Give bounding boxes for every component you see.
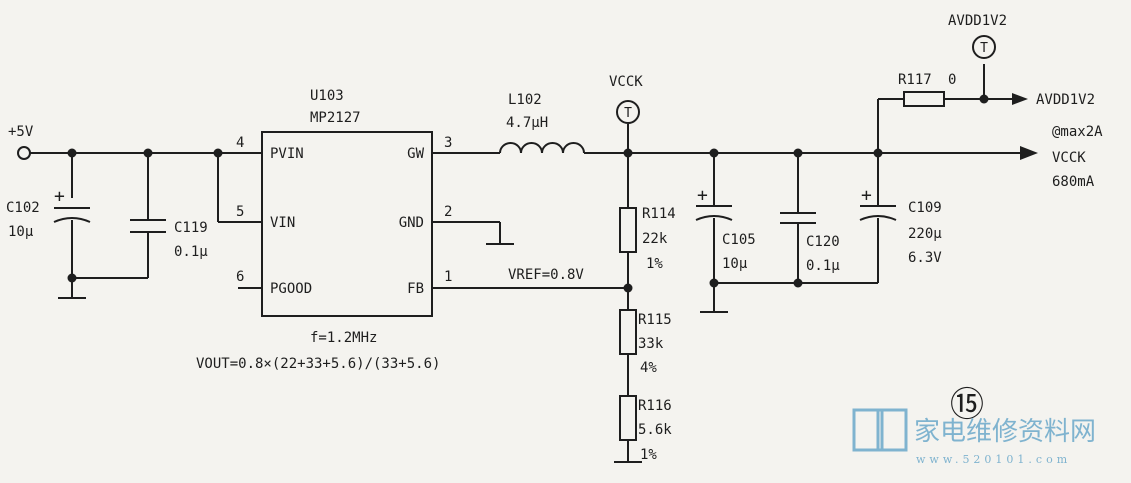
vout-formula: VOUT=0.8×(22+33+5.6)/(33+5.6) — [196, 356, 440, 372]
avdd-output-label: AVDD1V2 — [1036, 92, 1095, 108]
cap-c105: + C105 10μ — [695, 185, 756, 272]
pin-name-gw: GW — [407, 146, 424, 162]
ic-u103: U103 MP2127 4 5 6 3 2 1 PVIN VIN PGOOD G… — [196, 88, 452, 372]
watermark-url: www.520101.com — [916, 453, 1071, 466]
pin-name-pvin: PVIN — [270, 146, 304, 162]
vcck-arrow-icon — [1020, 146, 1038, 160]
cap-c119: C119 0.1μ — [130, 219, 208, 260]
c109-value: 220μ — [908, 226, 942, 242]
resistor-r115: R115 33k 4% — [619, 309, 672, 376]
r115-tol: 4% — [640, 360, 657, 376]
watermark-title: 家电维修资料网 — [914, 417, 1096, 447]
c120-ref: C120 — [806, 234, 840, 250]
resistor-r117: R117 0 — [898, 72, 956, 107]
polarity-plus-icon: + — [54, 186, 65, 207]
inductor-l102: L102 4.7μH — [499, 92, 585, 154]
pin-num-pvin: 4 — [236, 135, 244, 151]
r116-value: 5.6k — [638, 422, 672, 438]
pin-num-fb: 1 — [444, 269, 452, 285]
c119-ref: C119 — [174, 220, 208, 236]
pin-num-vin: 5 — [236, 204, 244, 220]
cap-c120: C120 0.1μ — [780, 212, 840, 274]
pin-num-gnd: 2 — [444, 204, 452, 220]
r114-tol: 1% — [646, 256, 663, 272]
testpoint-avdd: T AVDD1V2 — [948, 13, 1007, 59]
pin-name-fb: FB — [407, 281, 424, 297]
r116-ref: R116 — [638, 398, 672, 414]
polarity-plus-icon: + — [697, 185, 708, 206]
r116-tol: 1% — [640, 447, 657, 463]
r114-ref: R114 — [642, 206, 676, 222]
c105-value: 10μ — [722, 256, 748, 272]
test-point-icon — [972, 35, 996, 59]
ic-body — [261, 131, 433, 317]
resistor-r114: R114 22k 1% — [619, 206, 676, 272]
avdd-tp-label: AVDD1V2 — [948, 13, 1007, 29]
avdd-arrow-icon — [1012, 93, 1028, 105]
r117-value: 0 — [948, 72, 956, 88]
vcck-output-label: VCCK — [1052, 150, 1086, 166]
vcck-tp-symbol: T — [624, 106, 632, 121]
pin-name-vin: VIN — [270, 215, 295, 231]
polarity-plus-icon: + — [861, 185, 872, 206]
output-note: @max2A — [1052, 124, 1103, 140]
junction-dots — [67, 94, 989, 293]
pin-name-pgood: PGOOD — [270, 281, 312, 297]
watermark-book-icon — [852, 408, 884, 452]
wires — [30, 64, 1020, 463]
page-number: ⑮ — [950, 385, 984, 425]
r115-ref: R115 — [638, 312, 672, 328]
switch-frequency: f=1.2MHz — [310, 330, 377, 346]
pin-num-pgood: 6 — [236, 269, 244, 285]
watermark: 家电维修资料网 www.520101.com — [852, 408, 1096, 466]
c120-value: 0.1μ — [806, 258, 840, 274]
c109-voltage: 6.3V — [908, 250, 942, 266]
pin-num-gw: 3 — [444, 135, 452, 151]
resistor-r116: R116 5.6k 1% — [619, 395, 672, 463]
c102-ref: C102 — [6, 200, 40, 216]
testpoint-vcck: T VCCK — [609, 74, 643, 124]
c102-value: 10μ — [8, 224, 34, 240]
vref-label: VREF=0.8V — [508, 267, 584, 283]
input-terminal-icon — [17, 146, 31, 160]
r115-value: 33k — [638, 336, 664, 352]
test-point-icon — [616, 100, 640, 124]
vcck-output-current: 680mA — [1052, 174, 1095, 190]
l102-value: 4.7μH — [506, 115, 548, 131]
r117-ref: R117 — [898, 72, 932, 88]
ic-part: MP2127 — [310, 110, 361, 126]
input-label: +5V — [8, 124, 34, 140]
r114-value: 22k — [642, 231, 668, 247]
ic-ref: U103 — [310, 88, 344, 104]
cap-c102: + C102 10μ — [6, 186, 91, 240]
c119-value: 0.1μ — [174, 244, 208, 260]
vcck-tp-label: VCCK — [609, 74, 643, 90]
pin-name-gnd: GND — [399, 215, 424, 231]
l102-ref: L102 — [508, 92, 542, 108]
cap-c109: + C109 220μ 6.3V — [859, 185, 942, 266]
c109-ref: C109 — [908, 200, 942, 216]
avdd-tp-symbol: T — [980, 41, 988, 56]
c105-ref: C105 — [722, 232, 756, 248]
